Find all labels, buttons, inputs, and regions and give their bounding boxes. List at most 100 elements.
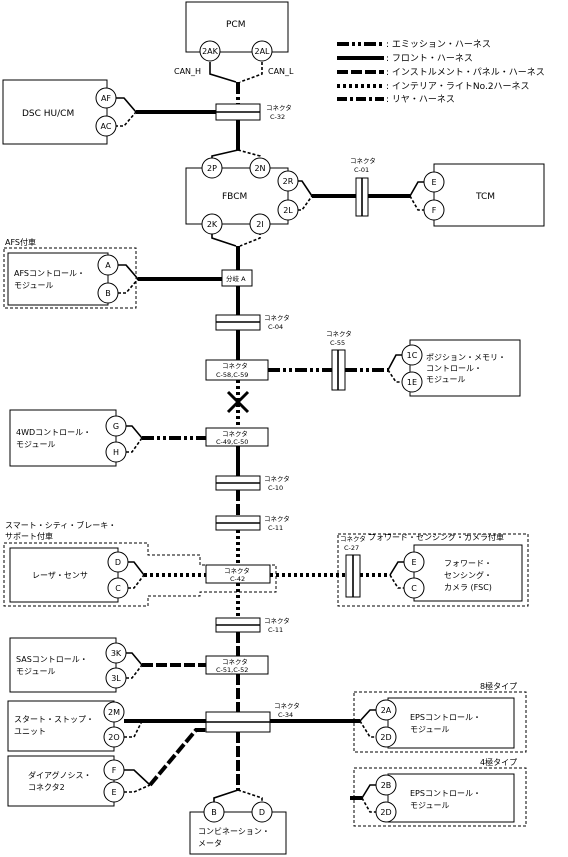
eps8-group-box [353, 691, 527, 753]
eps4-type-label: 4極タイプ [480, 757, 517, 767]
trunk-wires [209, 62, 263, 804]
c42-box [205, 564, 271, 584]
fbcm-pin-2n: 2N [254, 164, 265, 173]
combo-pin-d-circle [251, 801, 273, 823]
combo-pin-b-circle [203, 801, 225, 823]
c55-label-code: C-55 [330, 339, 345, 347]
fbcm-pin-2r: 2R [283, 177, 294, 186]
pcm-pin-2ak: 2AK [202, 47, 219, 56]
junction-label: 分岐 A [226, 274, 246, 283]
c04-label-code: C-04 [268, 323, 283, 331]
wire-sas-3l [126, 664, 143, 679]
c58-box [205, 359, 269, 381]
wire-fbcm-2r [298, 180, 313, 197]
afs-title-2: モジュール [14, 281, 53, 290]
fbcm-pin-2l-circle [277, 199, 299, 221]
4wd-title-2: モジュール [16, 440, 55, 449]
combo-pin-b: B [211, 808, 217, 817]
sas-pin-3l: 3L [111, 674, 121, 683]
connector-c58-c59: コネクタ C-58,C-59 [205, 359, 269, 381]
c42-label-code: C-42 [230, 575, 245, 583]
wire-diag-f [124, 769, 151, 786]
laser-title: レーザ・センサ [32, 571, 88, 580]
fsc-title-3: カメラ (FSC) [444, 583, 492, 592]
ss-pin-2m-circle [103, 701, 125, 723]
fsc-pin-c-circle [403, 577, 425, 599]
combo-title-1: コンビネーション・ [198, 827, 270, 836]
junction-a: 分岐 A [221, 269, 253, 287]
eps4-title-2: モジュール [410, 801, 449, 810]
diag-box [7, 755, 115, 807]
wire-laser-c [128, 574, 145, 589]
eps-4pin-module: 4極タイプ EPSコントロール・ モジュール 2B 2D [353, 757, 527, 827]
dsc-title: DSC HU/CM [22, 109, 74, 119]
can-l-label: CAN_L [268, 67, 294, 76]
connector-c42: コネクタ C-42 [205, 564, 271, 584]
eps8-type-label: 8極タイプ [480, 681, 517, 691]
sas-pin-3k-circle [105, 642, 127, 664]
diag-title-1: ダイアグノシス・ [28, 770, 91, 780]
eps4-pin-2b-circle [375, 774, 397, 796]
dsc-pin-ac: AC [101, 122, 112, 131]
fbcm-pin-2n-circle [249, 157, 271, 179]
branch-wires [115, 97, 424, 813]
wire-afs-b [118, 278, 139, 294]
sas-module: SASコントロール・ モジュール 3K 3L [9, 637, 127, 693]
afs-box [7, 252, 109, 306]
wire-ss-2o [124, 720, 143, 738]
fbcm-pin-2r-circle [277, 170, 299, 192]
wire-dsc-af [115, 97, 137, 113]
4wd-pin-g: G [113, 422, 119, 431]
laser-pin-c: C [115, 584, 121, 593]
wire-4wd-g [126, 425, 143, 439]
pos-box [409, 339, 521, 397]
afs-group-label: AFS付車 [5, 237, 36, 247]
c11a-label-word: コネクタ [264, 514, 290, 523]
connector-c51-c52: コネクタ C-51,C-52 [205, 655, 269, 675]
c49-label-word: コネクタ [222, 429, 248, 438]
legend: : エミッション・ハーネス : フロント・ハーネス : インストルメント・パネル… [337, 39, 545, 105]
eps4-group-box [353, 767, 527, 827]
fbcm-pin-2i-circle [249, 213, 271, 235]
wire-eps4-2d [361, 797, 376, 813]
ss-pin-2o-circle [103, 726, 125, 748]
eps4-pin-2d-circle [375, 801, 397, 823]
wire-laser-d [128, 561, 145, 576]
fsc-group-label: フォワード・センシング・カメラ付車 [368, 532, 504, 542]
fbcm-pin-2k: 2K [207, 220, 218, 229]
wire-tcm-f [409, 195, 424, 211]
4wd-pin-h: H [113, 448, 119, 457]
cut-mark-stroke-2 [226, 390, 250, 414]
c04-label-word: コネクタ [264, 313, 290, 322]
fsc-title-2: センシング・ [444, 570, 492, 580]
afs-pin-a-circle [97, 254, 119, 276]
diag-pin-f-circle [103, 759, 125, 781]
wire-fbcm-2k [211, 232, 237, 247]
pos-title-2: コントロール・ [426, 364, 482, 373]
wire-diag-e [124, 784, 151, 793]
pos-pin-1c: 1C [407, 351, 418, 360]
eps8-title-2: モジュール [410, 725, 449, 734]
pos-pin-1e: 1E [407, 378, 417, 387]
ss-title-2: ユニット [14, 727, 46, 736]
afs-pin-b-circle [97, 282, 119, 304]
diagnosis-module: ダイアグノシス・ コネクタ2 F E [7, 755, 125, 807]
sas-pin-3l-circle [105, 667, 127, 689]
tcm-box [433, 163, 545, 227]
wire-fsc-c [389, 574, 404, 589]
4wd-pin-g-circle [105, 415, 127, 437]
laser-pin-c-circle [107, 577, 129, 599]
wire-pcm-2ak [209, 62, 237, 83]
c10-label-code: C-10 [268, 484, 283, 492]
afs-title-1: AFSコントロール・ [14, 269, 85, 278]
fbcm-box [185, 167, 289, 225]
combo-box [189, 811, 287, 855]
tcm-module: TCM E F [423, 163, 545, 227]
laser-sensor-module: スマート・シティ・ブレーキ・ サポート付車 レーザ・センサ D C [3, 520, 277, 607]
wire-eps4-2b [361, 784, 376, 799]
diag-pin-e-circle [103, 781, 125, 803]
tcm-pin-e-circle [423, 171, 445, 193]
wire-fsc-e [389, 561, 404, 576]
eps4-title-1: EPSコントロール・ [410, 789, 481, 798]
